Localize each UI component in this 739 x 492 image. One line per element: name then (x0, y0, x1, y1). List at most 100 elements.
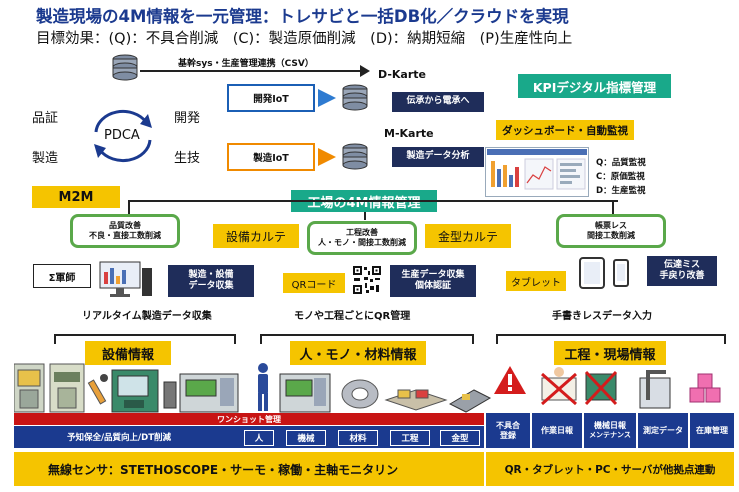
kpi-label: KPIデジタル指標管理 (518, 74, 671, 98)
denta-line2: 手戻り改善 (659, 271, 705, 281)
person-icon (258, 363, 268, 411)
kaihatsu-label: 開発 (174, 111, 201, 126)
machining-center-icon (111, 369, 159, 413)
qcd-q: Q：品質監視 (596, 158, 646, 168)
lathe-icon (279, 373, 331, 413)
left-box-line1: 品質改善 (109, 221, 141, 230)
center-improve-box: 工程改善 人・モノ・間接工数削減 (307, 221, 417, 255)
oneshot-label: ワンショット管理 (217, 414, 281, 424)
pdca-label: PDCA (104, 128, 140, 143)
right-cell-sokutei: 測定データ (638, 413, 688, 448)
qr-code-icon (352, 265, 382, 295)
gikan-label: 生技 (174, 151, 201, 166)
crossed-paper-icon (541, 367, 577, 406)
machine-tool-icon (163, 381, 177, 409)
m2m-label: M2M (32, 186, 120, 208)
csv-link-arrowhead (360, 65, 370, 77)
connector-line (128, 200, 618, 202)
setsubi-karte-label: 設備カルテ (213, 224, 299, 248)
bracket-line (54, 334, 236, 336)
d-karte-label: D-Karte (378, 68, 426, 81)
oneshot-bar: ワンショット管理 (14, 413, 484, 425)
denta-line1: 伝達ミス (663, 259, 700, 270)
bracket-line (724, 334, 726, 344)
right-cell-line: メンテナンス (589, 431, 631, 440)
bracket-line (496, 334, 726, 336)
right-cell-line: 測定データ (643, 426, 683, 435)
measurement-machine-icon (639, 370, 671, 409)
press-machine-icon (14, 363, 45, 413)
denshi-label: 伝承から電承へ (392, 92, 484, 112)
warning-icon (494, 366, 526, 394)
bottom-left-bar: 無線センサ：STETHOSCOPE・サーモ・稼働・主軸モニタリン (14, 452, 484, 486)
arrow-right-icon (318, 148, 336, 166)
press-machine-icon (49, 363, 85, 413)
conveyor-icon (384, 389, 448, 411)
bunseki-label: 製造データ分析 (392, 147, 484, 167)
dashboard-screen-icon (485, 147, 589, 197)
seisan-data-line1: 生産データ収集 (401, 269, 465, 280)
page-title: 製造現場の4M情報を一元管理：トレサビと一括DB化／クラウドを実現 (36, 7, 569, 26)
bar-item-label: 人 (254, 434, 264, 444)
pdca-cycle-icon (94, 110, 152, 162)
kaihatsu-iot-label: 開発IoT (253, 94, 289, 105)
connector-line (612, 200, 614, 216)
right-cell-sagyo: 作業日報 (532, 413, 582, 448)
bar-item-label: 材料 (349, 434, 367, 444)
left-box-line2: 不良・直接工数削減 (89, 231, 161, 240)
bar-item-zairyo: 材料 (338, 430, 378, 446)
seisan-data-label: 生産データ収集 個体認証 (390, 265, 476, 297)
bottom-right-bar: QR・タブレット・PC・サーバが他拠点連動 (486, 452, 734, 486)
setsubi-data-line2: データ収集 (188, 281, 234, 291)
equipment-illustrations (14, 363, 721, 413)
blue-item-bar (14, 426, 484, 448)
sigma-box: Σ軍師 (33, 264, 91, 288)
handwrite-caption: 手書きレスデータ入力 (552, 311, 652, 322)
denta-label: 伝達ミス 手戻り改善 (647, 256, 717, 286)
goals-text: 目標効果：(Q)：不具合削減 (C)：製造原価削減 (D)：納期短縮 (P)生産… (36, 31, 573, 47)
right-improve-box: 帳票レス 間接工数削減 (556, 214, 666, 248)
mold-icon (448, 389, 492, 413)
hito-mono-label: 人・モノ・材料情報 (290, 341, 426, 365)
database-icon (112, 54, 138, 81)
tablet-icon (579, 257, 629, 289)
bracket-line (260, 334, 262, 344)
bar-item-hito: 人 (244, 430, 274, 446)
bar-item-label: 工程 (401, 434, 419, 444)
right-cell-line: 不具合 (496, 420, 520, 430)
qcd-d: D：生産監視 (596, 186, 646, 196)
database-icon (342, 143, 368, 170)
bracket-line (234, 334, 236, 344)
setsubi-joho-label: 設備情報 (85, 341, 171, 365)
bar-item-kikai: 機械 (286, 430, 326, 446)
seizo-label: 製造 (32, 151, 59, 166)
monitor-icon (99, 261, 152, 297)
bracket-line (472, 334, 474, 344)
right-cell-line: 作業日報 (541, 426, 573, 435)
arrow-right-icon (318, 89, 336, 107)
connector-line (364, 212, 366, 220)
setsubi-data-line1: 製造・設備 (188, 269, 234, 280)
m-karte-label: M-Karte (384, 127, 434, 140)
csv-link-label: 基幹sys・生産管理連携（CSV） (178, 59, 314, 69)
seisan-data-line2: 個体認証 (414, 281, 451, 291)
qr-code-label: QRコード (283, 273, 345, 293)
left-improve-box: 品質改善 不良・直接工数削減 (70, 214, 180, 248)
right-cell-line: 機械日報 (594, 421, 626, 431)
lathe-icon (179, 373, 239, 413)
koutei-joho-label: 工程・現場情報 (554, 341, 666, 365)
bracket-line (496, 334, 498, 344)
connector-line (128, 200, 130, 218)
kanagata-karte-label: 金型カルテ (425, 224, 511, 248)
bar-item-label: 金型 (451, 434, 469, 444)
hinsho-label: 品証 (32, 111, 59, 126)
qcd-c: C：原価監視 (596, 172, 645, 182)
bar-item-yochi: 予知保全/品質向上/DT削減 (16, 428, 222, 446)
inventory-boxes-icon (689, 373, 721, 403)
bracket-line (260, 334, 474, 336)
right-cell-kikai: 機械日報 メンテナンス (584, 413, 636, 448)
sigma-label: Σ軍師 (48, 272, 76, 284)
qr-mgmt-caption: モノや工程ごとにQR管理 (294, 311, 411, 322)
right-box-line1: 帳票レス (595, 221, 627, 230)
right-box-line2: 間接工数削減 (587, 231, 635, 240)
